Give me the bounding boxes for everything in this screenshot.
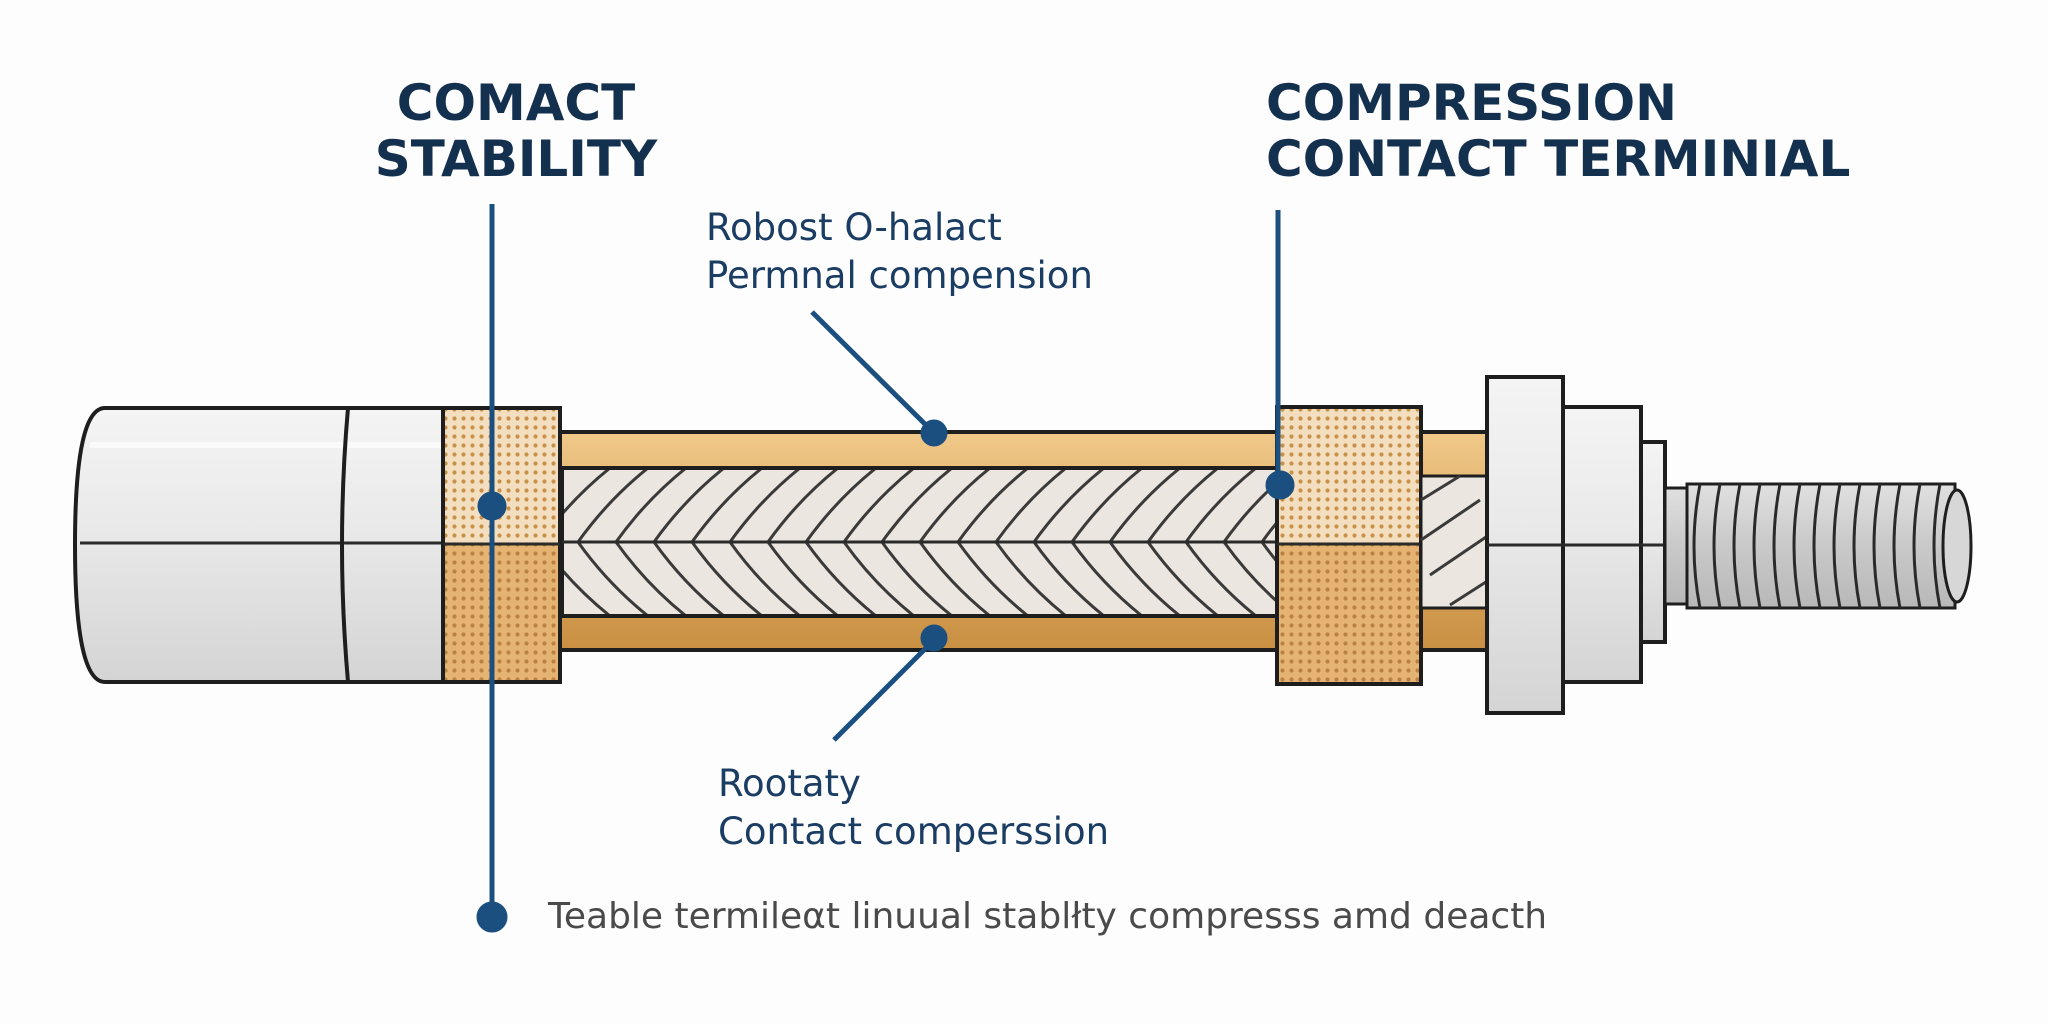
thread-ridge <box>1872 483 1882 609</box>
braid-strand <box>562 468 611 517</box>
title-left-line1: COMACT <box>396 74 636 132</box>
braid-strand <box>994 468 1067 543</box>
braid-strand <box>728 541 801 616</box>
callout-top-line2: Permnal compension <box>706 254 1093 297</box>
callout-top-line1: Robost O-halact <box>706 206 1002 249</box>
thread-ridge <box>1772 483 1782 609</box>
braid-strand <box>1070 541 1143 616</box>
braid-strand <box>804 468 877 543</box>
callout-bottom: Rootaty Contact comperssion <box>718 760 1238 856</box>
braid-strand <box>1184 541 1257 616</box>
braid-strand <box>652 541 725 616</box>
leader-dot-right <box>1265 470 1295 500</box>
braid-strand <box>880 541 953 616</box>
leader-dot-left-bottom <box>476 901 508 933</box>
braid-strand <box>1108 541 1181 616</box>
callout-top: Robost O-halact Permnal compension <box>706 204 1226 300</box>
braid-strand <box>1184 468 1257 543</box>
leader-dot-left-mid <box>477 491 507 521</box>
braid-strand <box>1146 541 1219 616</box>
title-right-line2: CONTACT TERMINIAL <box>1266 130 1851 188</box>
thread-ridge <box>1812 483 1822 609</box>
braid-strand <box>614 541 687 616</box>
leader-line-bottom-callout <box>832 638 936 742</box>
leader-dot-top-callout <box>920 419 948 447</box>
caption: Teable termileαt linuual stablłty compre… <box>548 896 1548 937</box>
thread-ridge <box>1932 483 1942 609</box>
title-left: COMACT STABILITY <box>356 75 676 187</box>
braid-strand <box>1070 468 1143 543</box>
left-end-cap <box>72 406 447 684</box>
thread-ridge <box>1732 483 1742 609</box>
hex-nut <box>1485 375 1667 715</box>
braid-strand <box>918 541 991 616</box>
left-ferrule <box>441 406 562 684</box>
braid-strand <box>576 541 649 616</box>
braid-strand <box>956 541 1029 616</box>
title-right-line1: COMPRESSION <box>1266 74 1677 132</box>
braid-strand <box>994 541 1067 616</box>
thread-ridge <box>1692 483 1702 609</box>
braid-strand <box>956 468 1029 543</box>
leader-dot-bottom-callout <box>920 624 948 652</box>
braid-strand <box>842 541 915 616</box>
right-ferrule <box>1275 405 1423 686</box>
thread-ridge <box>1792 483 1802 609</box>
title-right: COMPRESSION CONTACT TERMINIAL <box>1266 75 2006 187</box>
callout-bottom-line1: Rootaty <box>718 762 861 805</box>
braid-strand <box>1032 468 1105 543</box>
braid-strand <box>1032 541 1105 616</box>
leader-lines <box>476 204 1295 933</box>
callout-bottom-line2: Contact comperssion <box>718 810 1110 853</box>
braid-strand <box>1108 468 1181 543</box>
thread-ridge <box>1832 483 1842 609</box>
braid-strand <box>766 541 839 616</box>
braid-strand <box>804 541 877 616</box>
title-left-line2: STABILITY <box>374 130 658 188</box>
braid-strand <box>690 468 763 543</box>
thread-ridge <box>1852 483 1862 609</box>
braid-strand <box>880 468 953 543</box>
braid-strand <box>1146 468 1219 543</box>
braid-strand <box>918 468 991 543</box>
braid-strand <box>576 468 649 543</box>
braid-strand <box>766 468 839 543</box>
braid-strand <box>690 541 763 616</box>
leader-line-top-callout <box>810 310 936 435</box>
thread-ridge <box>1912 483 1922 609</box>
braid-strand <box>652 468 725 543</box>
braid-strand <box>842 468 915 543</box>
braid-strand <box>728 468 801 543</box>
braid-strand <box>614 468 687 543</box>
braid-strand <box>562 567 611 616</box>
thread-ridge <box>1892 483 1902 609</box>
thread-ridge <box>1752 483 1762 609</box>
threaded-bolt <box>1663 482 1973 610</box>
thread-ridge <box>1712 483 1722 609</box>
